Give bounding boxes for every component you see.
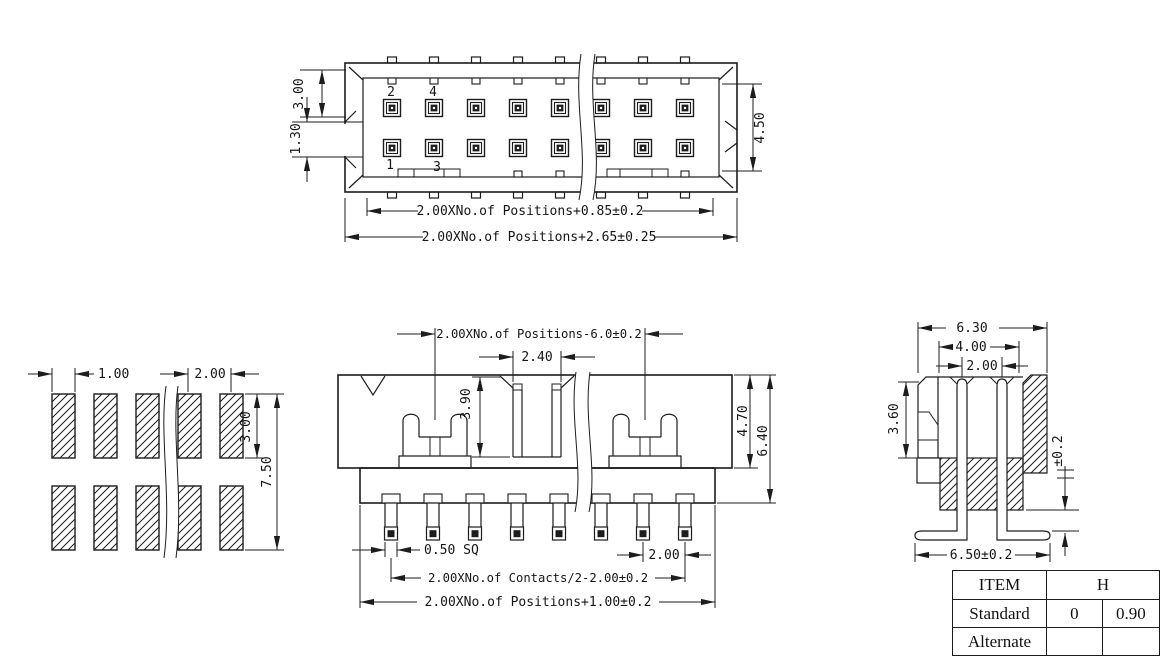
break-line <box>163 385 168 559</box>
svg-text:3.00: 3.00 <box>292 78 307 109</box>
shroud-outline <box>344 62 738 193</box>
dim-key-width: 2.40 <box>479 350 595 382</box>
table-header-h: H <box>1045 570 1160 600</box>
pin-number-3: 3 <box>433 160 441 175</box>
svg-text:2.00XNo.of Positions-6.0±0.2: 2.00XNo.of Positions-6.0±0.2 <box>436 327 641 341</box>
dim-slot-depth: 3.60 <box>887 381 919 459</box>
land-pattern-view: 1.00 2.00 3.00 7.50 <box>28 367 284 559</box>
dim-key-depth: 3.90 <box>459 376 510 458</box>
break-line <box>573 371 579 513</box>
break-line <box>175 385 180 559</box>
base-strip <box>359 467 716 504</box>
dim-pad-pitch: 2.00 <box>160 367 259 392</box>
key-slot <box>499 375 575 458</box>
dim-foot-span: 6.50±0.2 <box>914 543 1051 563</box>
step-block <box>916 457 941 484</box>
solder-pads <box>51 393 244 551</box>
break-line <box>587 371 593 513</box>
contact-array <box>382 98 695 158</box>
table-cell-standard-hmax: 0.90 <box>1101 599 1160 628</box>
pin-number-2: 2 <box>387 85 395 100</box>
svg-text:2.00XNo.of Contacts/2-2.00±0.2: 2.00XNo.of Contacts/2-2.00±0.2 <box>428 571 648 585</box>
smt-pins <box>381 493 695 541</box>
dim-inner-width: 2.00XNo.of Positions+0.85±0.2 <box>366 198 714 219</box>
svg-text:2.00XNo.of Positions+2.65±0.25: 2.00XNo.of Positions+2.65±0.25 <box>422 230 657 245</box>
svg-text:1.30: 1.30 <box>289 123 304 154</box>
dim-standoff: ±0.2 <box>1026 435 1079 556</box>
right-wall-section <box>1022 374 1048 474</box>
dim-row-pitch: 2.00 <box>936 357 1028 377</box>
svg-text:2.00: 2.00 <box>194 367 225 382</box>
body-outline <box>337 374 733 469</box>
dim-pin-pitch: 2.00 <box>617 542 711 582</box>
dim-wall-height: 3.00 <box>292 69 346 118</box>
svg-text:2.00XNo.of Positions+1.00±0.2: 2.00XNo.of Positions+1.00±0.2 <box>425 595 652 610</box>
dim-cavity-height: 4.50 <box>722 83 768 172</box>
svg-text:2.00XNo.of Positions+0.85±0.2: 2.00XNo.of Positions+0.85±0.2 <box>417 204 644 219</box>
table-row-alternate: Alternate <box>952 627 1160 656</box>
dim-overall-height: 6.40 <box>717 375 776 504</box>
svg-text:7.50: 7.50 <box>260 456 275 487</box>
front-view: 2.00XNo.of Positions-6.0±0.2 2.40 3.90 4… <box>337 327 776 610</box>
svg-text:6.50±0.2: 6.50±0.2 <box>950 548 1013 563</box>
table-cell-alternate-hmin <box>1045 627 1103 656</box>
table-cell-alternate-hmax <box>1101 627 1160 656</box>
svg-text:±0.2: ±0.2 <box>1051 435 1066 466</box>
table-header-item: ITEM <box>952 570 1047 600</box>
latch-notch <box>917 411 939 441</box>
svg-text:4.50: 4.50 <box>753 112 768 143</box>
svg-text:6.40: 6.40 <box>756 425 771 456</box>
svg-text:3.90: 3.90 <box>459 388 474 419</box>
cavity-outline <box>362 77 720 178</box>
table-cell-standard-hmin: 0 <box>1045 599 1103 628</box>
dim-key-slot: 1.30 <box>289 97 363 182</box>
plan-view: 2 4 1 3 3.00 1.30 4.50 <box>289 53 768 245</box>
break-line <box>578 53 583 201</box>
svg-text:3.00: 3.00 <box>239 411 254 442</box>
pin-number-1: 1 <box>386 158 394 173</box>
break-line <box>592 53 597 201</box>
pin-number-4: 4 <box>429 85 437 100</box>
dim-window-span: 2.00XNo.of Positions-6.0±0.2 <box>397 327 683 420</box>
dim-top-width: 6.30 <box>917 321 1048 373</box>
lead-left <box>914 378 968 541</box>
side-view: 6.30 4.00 2.00 3.60 <box>887 321 1079 563</box>
dim-overall-width: 2.00XNo.of Positions+1.00±0.2 <box>359 505 716 610</box>
spec-table: ITEM H Standard 0 0.90 Alternate <box>952 570 1160 656</box>
contact-window-left <box>398 413 472 469</box>
table-row-standard: Standard 0 0.90 <box>952 599 1160 628</box>
dim-shoulder-width: 4.00 <box>938 340 1020 373</box>
svg-text:3.60: 3.60 <box>887 403 902 434</box>
svg-text:0.50 SQ: 0.50 SQ <box>424 543 479 558</box>
dim-pad-width: 1.00 <box>28 367 129 392</box>
lead-right <box>996 378 1051 541</box>
polarity-mark <box>360 375 386 397</box>
dim-body-height: 4.70 <box>734 374 776 469</box>
table-cell-standard-label: Standard <box>952 599 1047 628</box>
svg-text:6.30: 6.30 <box>956 321 987 336</box>
base-section <box>939 457 1024 511</box>
table-cell-alternate-label: Alternate <box>952 627 1047 656</box>
svg-text:2.40: 2.40 <box>521 350 552 365</box>
svg-text:2.00: 2.00 <box>648 548 679 563</box>
svg-text:1.00: 1.00 <box>98 367 129 382</box>
dim-contact-span: 2.00XNo.of Contacts/2-2.00±0.2 <box>390 558 685 585</box>
dim-row-span: 7.50 <box>245 393 284 551</box>
svg-text:2.00: 2.00 <box>966 359 997 374</box>
dim-outer-width: 2.00XNo.of Positions+2.65±0.25 <box>344 198 738 245</box>
svg-text:4.00: 4.00 <box>955 340 986 355</box>
table-header-row: ITEM H <box>952 570 1160 600</box>
dim-pin-square: 0.50 SQ <box>352 542 479 558</box>
svg-text:4.70: 4.70 <box>736 405 751 436</box>
contact-window-right <box>608 413 682 469</box>
